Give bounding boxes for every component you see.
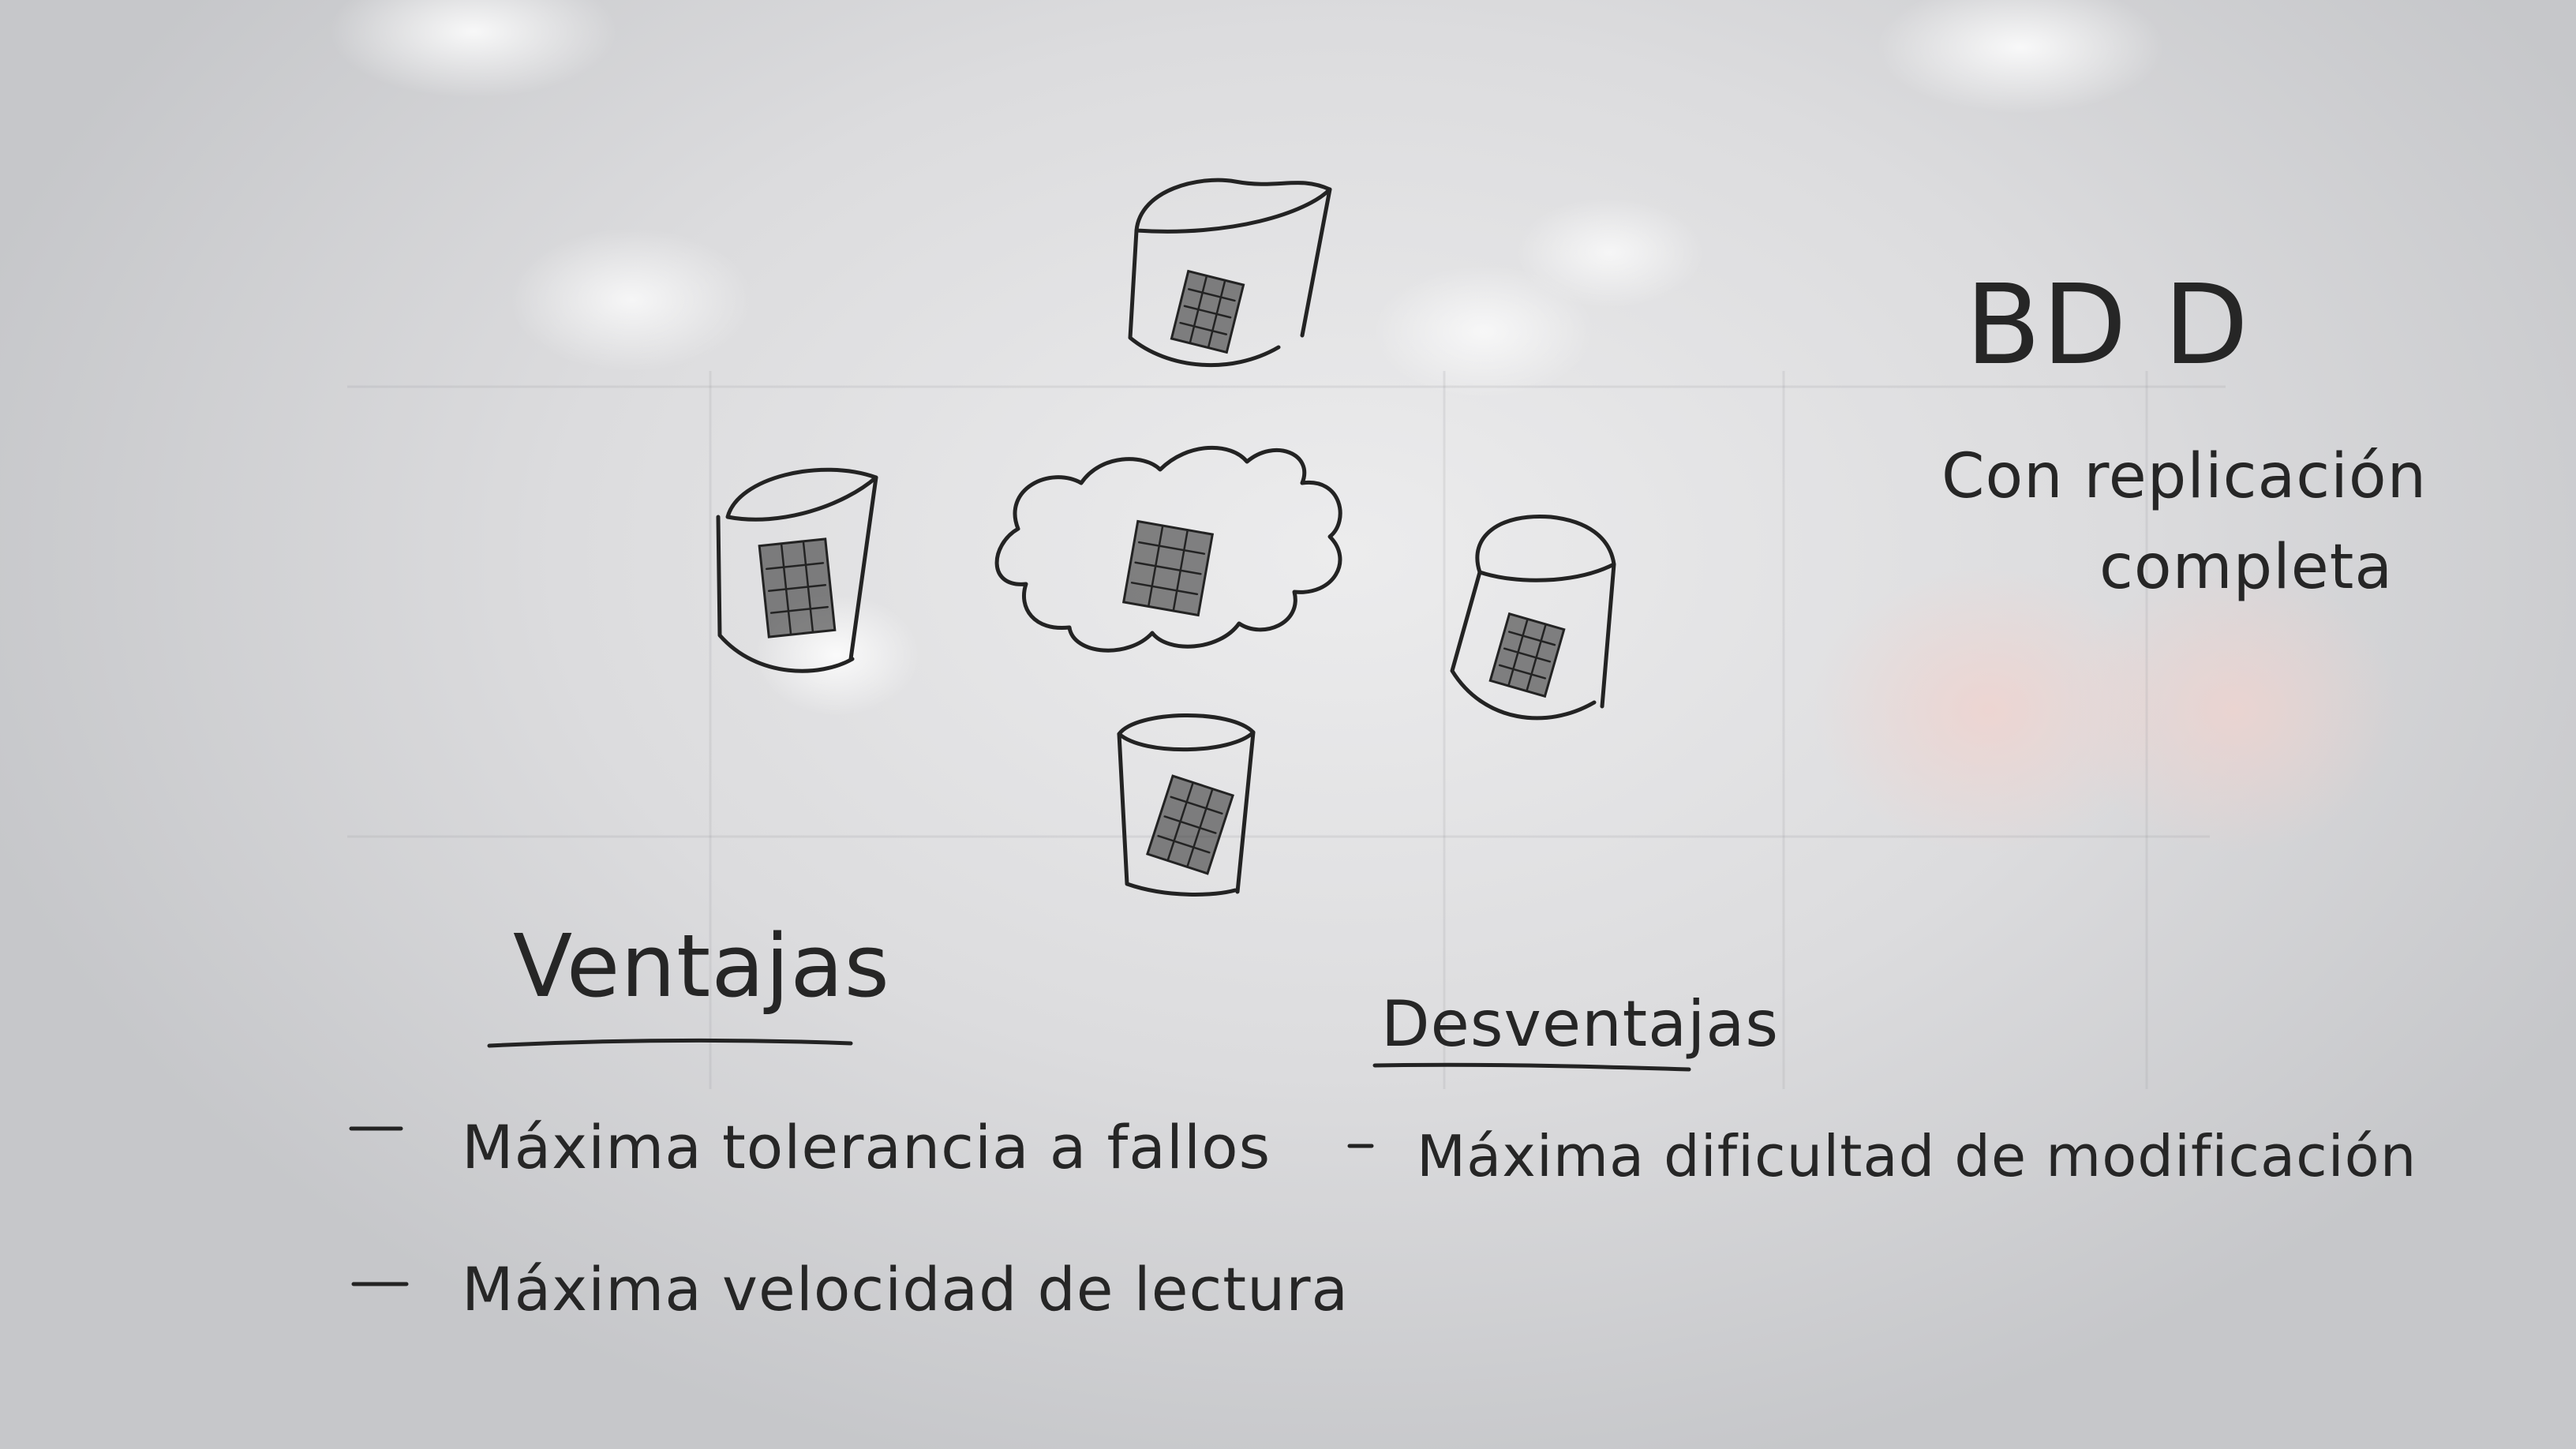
table-sketch-icon <box>1488 612 1566 698</box>
advantage-item-1: Máxima tolerancia a fallos <box>462 1112 1271 1182</box>
cloud-icon <box>994 445 1342 653</box>
disadvantages-section: Desventajas Máxima dificultad de modific… <box>1347 987 2417 1189</box>
subtitle-line-2: completa <box>2099 532 2393 603</box>
table-sketch-icon <box>1121 519 1215 617</box>
disadvantage-item-1: Máxima dificultad de modificación <box>1417 1123 2417 1189</box>
table-sketch-icon <box>1145 774 1235 875</box>
database-cylinder-icon <box>1128 178 1332 367</box>
title: BD D <box>1965 261 2249 390</box>
table-sketch-icon <box>758 537 837 638</box>
disadvantages-heading: Desventajas <box>1381 987 1779 1061</box>
erased-grid-ghosts <box>347 371 2226 1089</box>
subtitle-line-1: Con replicación <box>1941 441 2427 512</box>
advantages-underline <box>487 1038 853 1048</box>
advantage-item-2: Máxima velocidad de lectura <box>462 1254 1349 1324</box>
database-cylinder-icon <box>1450 514 1616 721</box>
advantages-heading: Ventajas <box>513 915 890 1017</box>
table-sketch-icon <box>1170 269 1245 354</box>
database-cylinder-icon <box>716 467 878 673</box>
database-cylinder-icon <box>1117 713 1256 897</box>
disadvantages-underline <box>1372 1062 1691 1072</box>
advantages-section: Ventajas Máxima tolerancia a fallos Máxi… <box>349 915 1349 1324</box>
